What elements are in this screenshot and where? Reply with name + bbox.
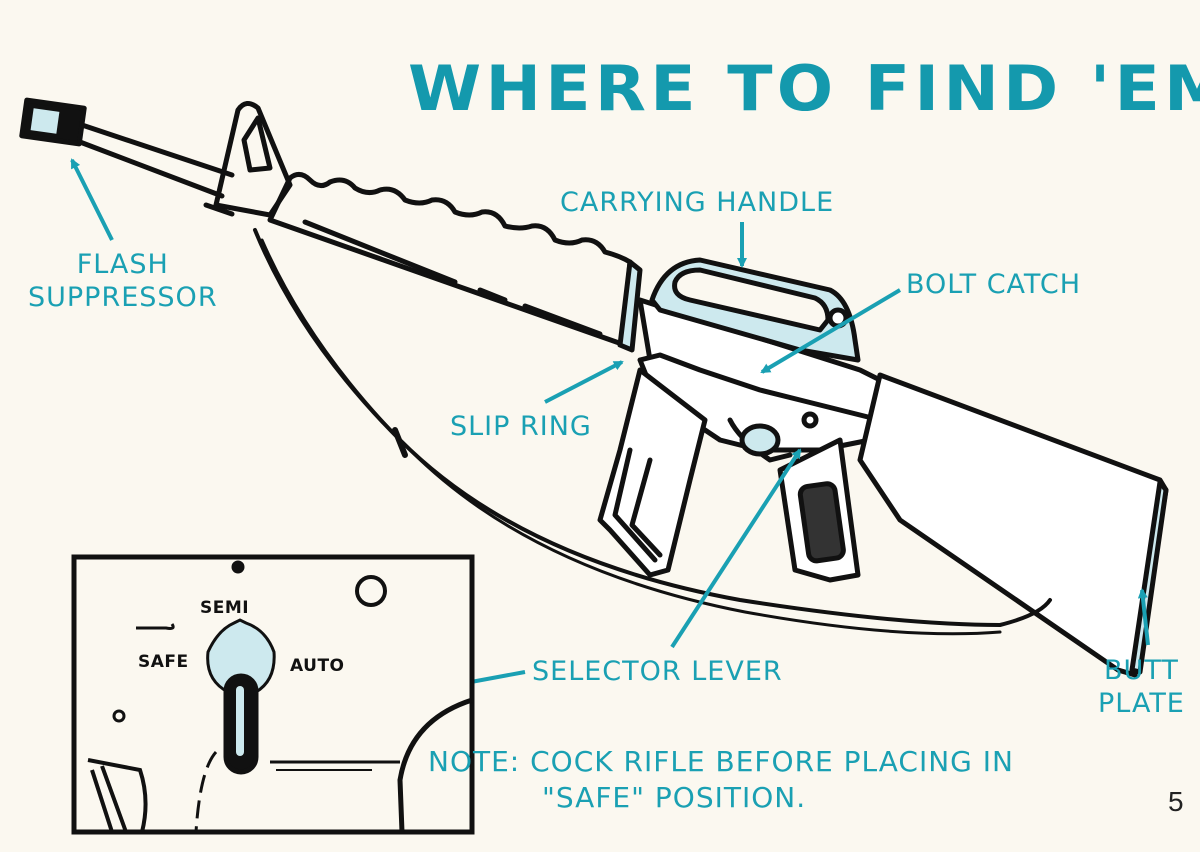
label-slip-ring: SLIP RING xyxy=(450,411,592,442)
label-flash-suppressor: FLASH SUPPRESSOR xyxy=(28,248,218,314)
inset-frame xyxy=(71,554,475,835)
arrow-flash-suppressor xyxy=(70,158,114,241)
label-bolt-catch: BOLT CATCH xyxy=(906,269,1081,300)
label-butt-plate-line2: PLATE xyxy=(1098,688,1185,719)
label-carrying-handle: CARRYING HANDLE xyxy=(560,187,835,218)
safety-note-line2: "SAFE" POSITION. xyxy=(542,781,807,814)
safety-note-line1: NOTE: COCK RIFLE BEFORE PLACING IN xyxy=(428,745,1014,778)
label-flash-suppressor-line1: FLASH xyxy=(76,249,169,280)
label-flash-suppressor-line2: SUPPRESSOR xyxy=(28,282,218,313)
safety-note: NOTE: COCK RIFLE BEFORE PLACING IN "SAFE… xyxy=(428,744,1014,816)
label-butt-plate-line1: BUTT xyxy=(1104,655,1179,686)
selector-inset xyxy=(71,554,475,835)
arrow-bolt-catch xyxy=(760,288,902,374)
page-number: 5 xyxy=(1168,786,1184,817)
label-selector-lever: SELECTOR LEVER xyxy=(532,656,783,687)
inset-label-semi: SEMI xyxy=(200,598,250,618)
arrow-butt-plate xyxy=(1137,588,1150,646)
arrow-selector-lever xyxy=(670,448,802,649)
inset-label-auto: AUTO xyxy=(290,656,345,676)
arrow-slip-ring xyxy=(544,360,624,404)
label-butt-plate: BUTT PLATE xyxy=(1098,654,1185,720)
page-title: WHERE TO FIND 'EM xyxy=(408,52,1200,125)
rifle-drawing xyxy=(19,97,1169,678)
inset-label-safe: SAFE xyxy=(138,652,189,672)
